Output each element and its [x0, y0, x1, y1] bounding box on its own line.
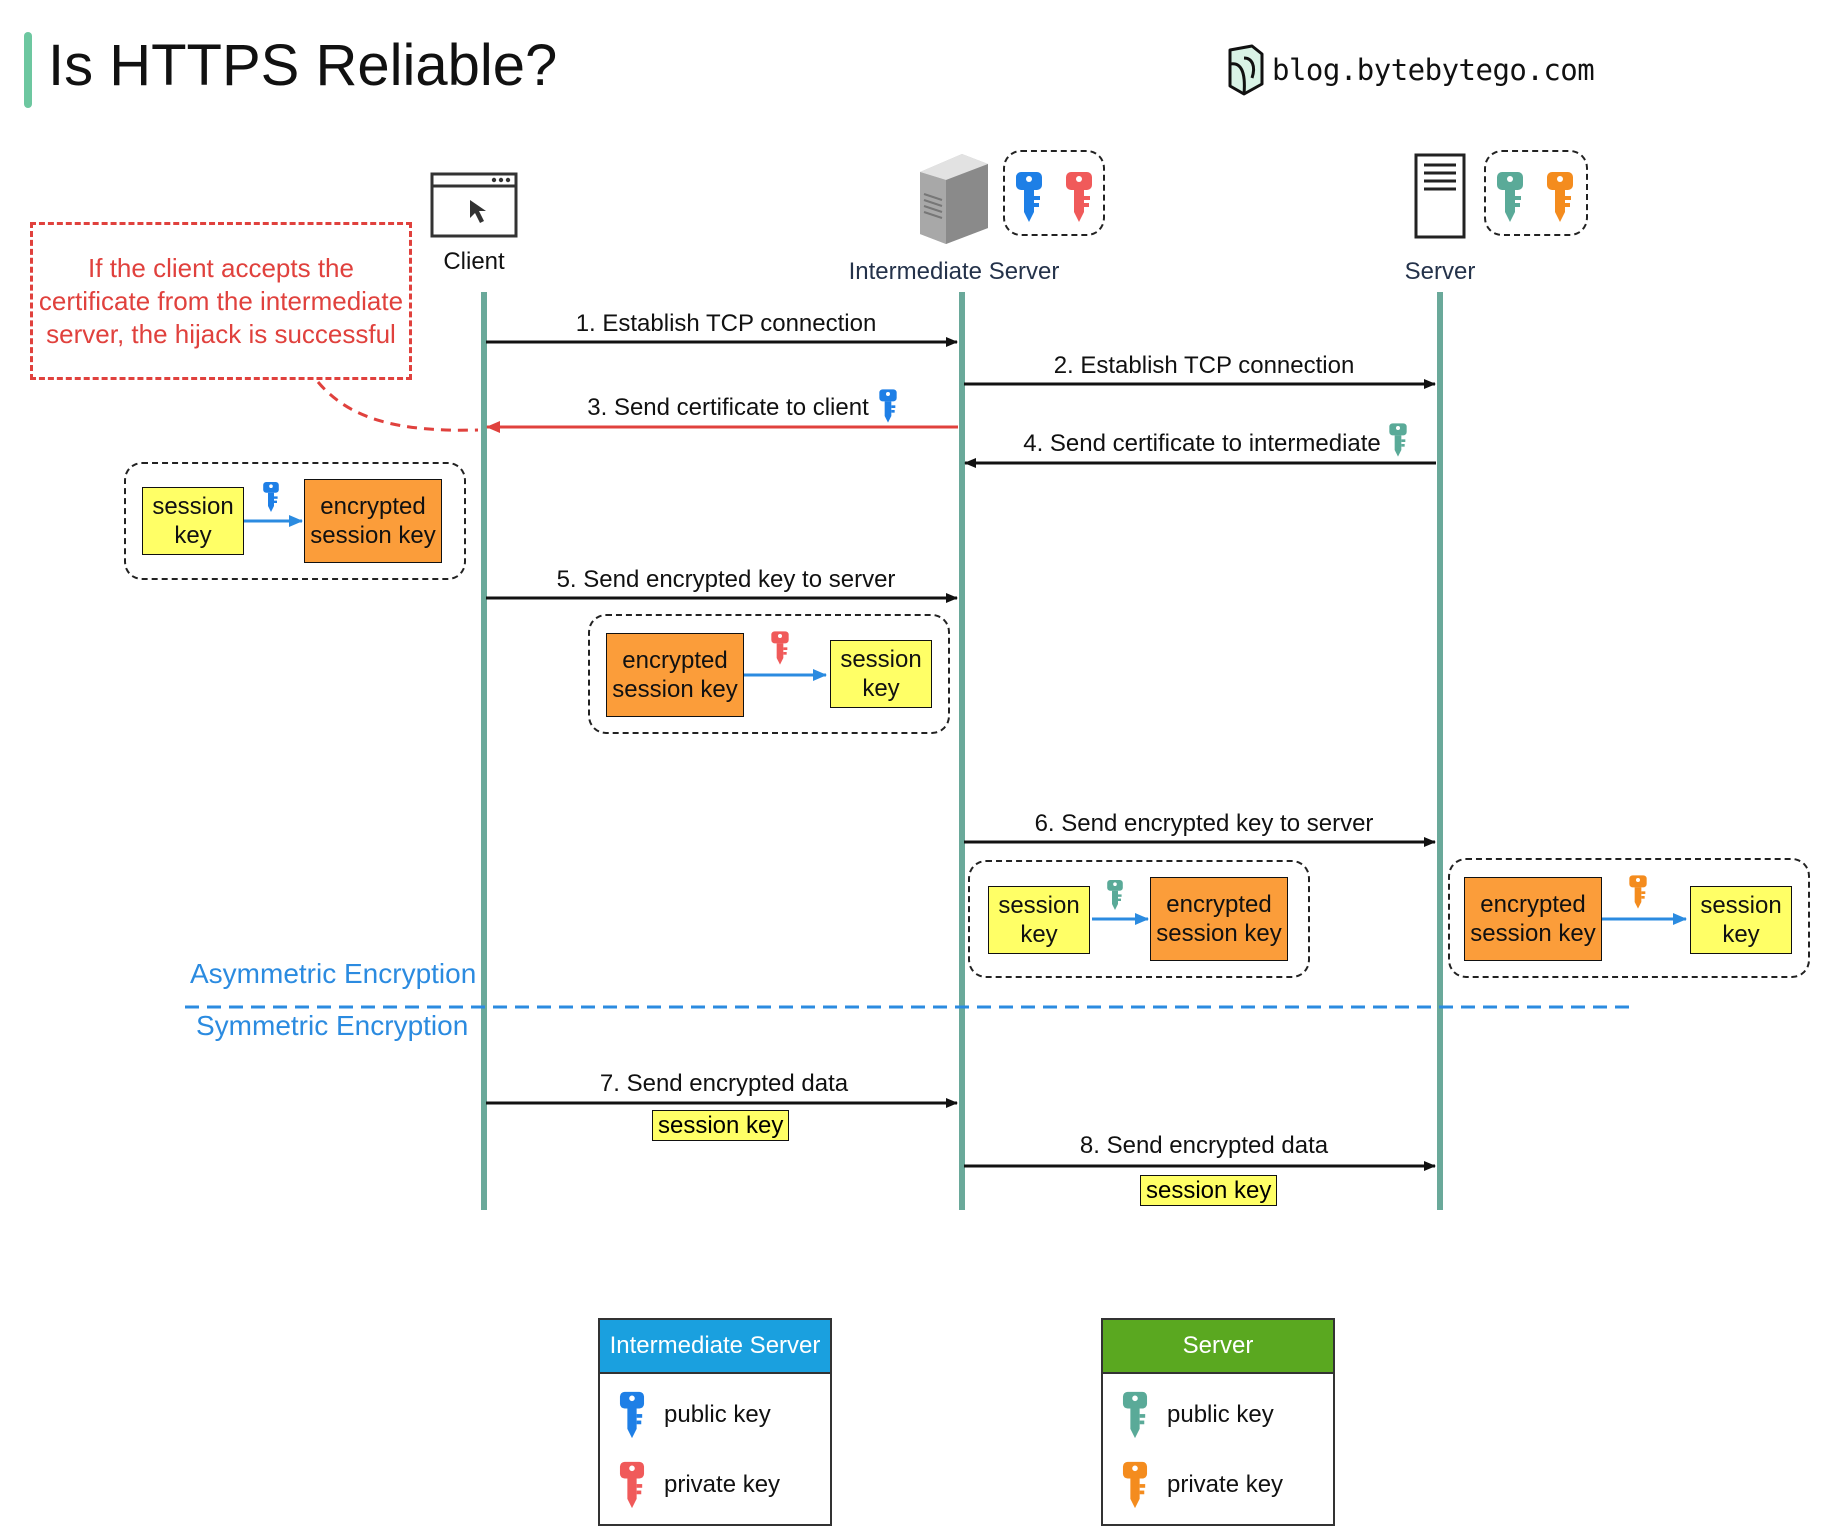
server-decrypt-group: [1448, 858, 1810, 978]
server-session-key-text: session key: [1700, 892, 1782, 948]
symmetric-encryption-label: Symmetric Encryption: [196, 1010, 469, 1041]
m8-session-key-tag: session key: [1140, 1175, 1278, 1206]
brand: blog.bytebytego.com: [1222, 42, 1595, 98]
m3-public-key-icon: [879, 389, 897, 423]
bytebytego-logo-icon: [1228, 44, 1264, 96]
hijack-note-text: If the client accepts the certificate fr…: [38, 252, 404, 349]
client-label: Client: [443, 248, 505, 275]
message-label-m5: 5. Send encrypted key to server: [556, 566, 896, 593]
legend-server-public-label: public key: [1167, 1401, 1274, 1428]
legend-intermediate-server: Intermediate Server public key private k…: [598, 1318, 832, 1526]
asymmetric-encryption-label: Asymmetric Encryption: [190, 958, 477, 989]
intermediate-encrypt-group: [968, 860, 1310, 978]
intermediate-keys-group: [1003, 150, 1105, 236]
intermediate-decrypt-group: [588, 614, 950, 734]
message-label-m8: 8. Send encrypted data: [1079, 1132, 1329, 1159]
message-label-m4: 4. Send certificate to intermediate: [1023, 430, 1381, 457]
legend-intermediate-private-label: private key: [664, 1471, 781, 1498]
intermediate-reencrypt-session-key-text: session key: [998, 892, 1080, 948]
message-label-m1: 1. Establish TCP connection: [575, 310, 877, 337]
client-encrypted-session-key-box: encrypted session key: [304, 479, 442, 563]
legend-intermediate-private-key-icon: [619, 1461, 645, 1509]
legend-intermediate-private-row: private key: [618, 1460, 780, 1510]
legend-server-private-key-icon: [1122, 1461, 1148, 1509]
server-lifeline: [1437, 292, 1443, 1210]
title-accent-bar: [24, 32, 32, 108]
hijack-note: If the client accepts the certificate fr…: [30, 222, 412, 380]
page-title: Is HTTPS Reliable?: [48, 33, 558, 98]
server-encrypted-session-key-text: encrypted session key: [1470, 891, 1596, 947]
legend-server-header: Server: [1103, 1320, 1333, 1374]
legend-server: Server public key private key: [1101, 1318, 1335, 1526]
server-tower-icon: [920, 154, 988, 244]
client-encrypt-group: [124, 462, 466, 580]
server-decrypt-private-key-icon: [1629, 875, 1647, 909]
m7-session-key-tag: session key: [652, 1110, 790, 1141]
intermediate-server-label: Intermediate Server: [848, 258, 1060, 285]
m4-server-public-key-icon: [1389, 423, 1407, 457]
intermediate-private-key-icon: [1066, 172, 1092, 222]
intermediate-reencrypted-session-key-box: encrypted session key: [1150, 877, 1288, 961]
server-public-key-icon: [1497, 172, 1523, 222]
browser-window-icon: [430, 172, 518, 238]
hijack-connector: [316, 381, 479, 432]
intermediate-reencrypted-session-key-text: encrypted session key: [1156, 891, 1282, 947]
server-session-key-box: session key: [1690, 886, 1792, 954]
intermediate-session-key-box: session key: [830, 640, 932, 708]
intermediate-encrypt-server-public-key-icon: [1107, 880, 1123, 910]
client-encrypted-session-key-text: encrypted session key: [310, 493, 436, 549]
intermediate-lifeline: [959, 292, 965, 1210]
client-lifeline: [481, 292, 487, 1210]
legend-server-private-row: private key: [1121, 1460, 1283, 1510]
intermediate-reencrypt-session-key-box: session key: [988, 886, 1090, 954]
message-label-m7: 7. Send encrypted data: [599, 1070, 849, 1097]
intermediate-encrypted-session-key-box: encrypted session key: [606, 633, 744, 717]
message-label-m6: 6. Send encrypted key to server: [1034, 810, 1374, 837]
intermediate-session-key-text: session key: [840, 646, 922, 702]
legend-intermediate-header: Intermediate Server: [600, 1320, 830, 1374]
message-label-m3: 3. Send certificate to client: [587, 394, 869, 421]
server-keys-group: [1484, 150, 1588, 236]
intermediate-public-key-icon: [1016, 172, 1042, 222]
intermediate-encrypted-session-key-text: encrypted session key: [612, 647, 738, 703]
intermediate-decrypt-private-key-icon: [771, 631, 789, 665]
legend-server-private-label: private key: [1167, 1471, 1284, 1498]
legend-intermediate-public-label: public key: [664, 1401, 771, 1428]
legend-intermediate-public-row: public key: [618, 1390, 771, 1440]
legend-intermediate-public-key-icon: [619, 1391, 645, 1439]
server-rack-icon: [1414, 153, 1466, 239]
client-session-key-text: session key: [152, 493, 234, 549]
server-encrypted-session-key-box: encrypted session key: [1464, 877, 1602, 961]
client-session-key-box: session key: [142, 487, 244, 555]
legend-server-public-key-icon: [1122, 1391, 1148, 1439]
brand-text: blog.bytebytego.com: [1272, 53, 1595, 87]
server-private-key-icon: [1547, 172, 1573, 222]
server-label: Server: [1404, 258, 1476, 285]
client-encrypt-public-key-icon: [263, 482, 279, 512]
message-label-m2: 2. Establish TCP connection: [1053, 352, 1355, 379]
legend-server-public-row: public key: [1121, 1390, 1274, 1440]
